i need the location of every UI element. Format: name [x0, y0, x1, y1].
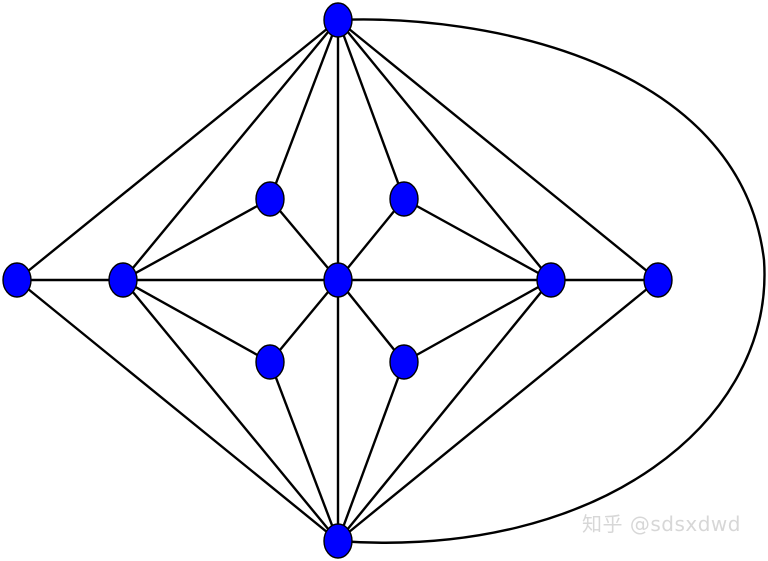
- edge-left-upper-left: [122, 197, 271, 282]
- edge-lower-left-center: [269, 279, 339, 363]
- edge-lower-right-bottom: [336, 361, 406, 542]
- edge-top-upper-left: [268, 19, 340, 200]
- nodes-layer: [2, 2, 673, 559]
- edge-far-left-bottom: [16, 279, 339, 542]
- node-lower-left: [255, 344, 285, 380]
- edge-top-right: [337, 19, 552, 281]
- edge-upper-left-center: [269, 198, 339, 281]
- edge-lower-left-bottom: [268, 361, 340, 542]
- edge-upper-right-right: [403, 197, 552, 282]
- edge-left-bottom: [122, 279, 339, 542]
- edge-curved-top-bottom: [337, 18, 766, 544]
- node-bottom: [323, 523, 353, 559]
- edge-top-far-right: [337, 19, 659, 281]
- node-left: [108, 262, 138, 298]
- edge-far-right-bottom: [337, 279, 659, 542]
- node-center: [323, 262, 353, 298]
- watermark-text: 知乎 @sdsxdwd: [582, 512, 741, 536]
- edge-left-lower-left: [122, 278, 271, 364]
- edge-top-upper-right: [336, 19, 406, 200]
- edge-top-far-left: [16, 19, 339, 281]
- edge-lower-right-right: [403, 278, 552, 364]
- edges-layer: [16, 18, 766, 544]
- node-right: [536, 262, 566, 298]
- node-top: [323, 2, 353, 38]
- edge-right-bottom: [337, 279, 552, 542]
- node-upper-left: [255, 181, 285, 217]
- node-far-right: [643, 262, 673, 298]
- node-far-left: [2, 262, 32, 298]
- node-upper-right: [389, 181, 419, 217]
- edge-center-lower-right: [337, 279, 405, 363]
- edge-top-left: [122, 19, 339, 281]
- node-lower-right: [389, 344, 419, 380]
- edge-upper-right-center: [337, 198, 405, 281]
